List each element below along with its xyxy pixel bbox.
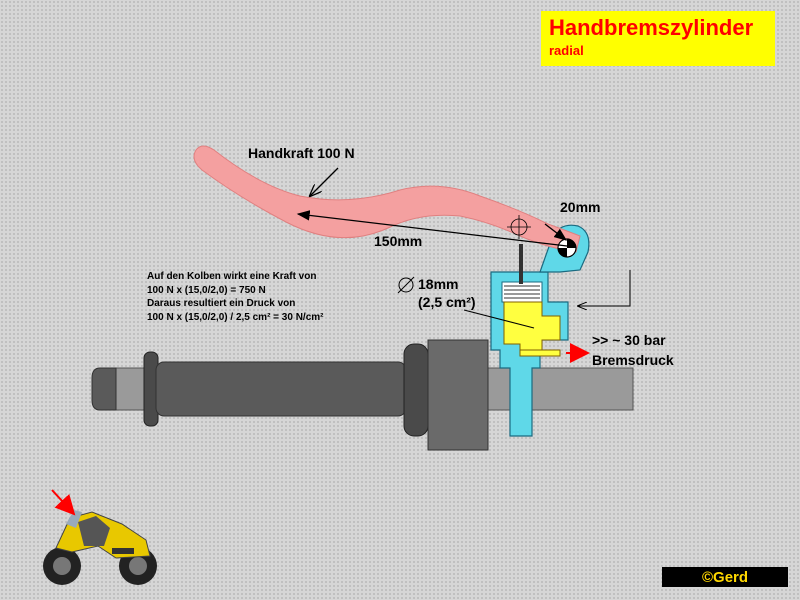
calc-line-2: 100 N x (15,0/2,0) = 750 N xyxy=(147,284,266,296)
hand-force-arrow xyxy=(310,167,339,196)
area-label: (2,5 cm²) xyxy=(418,294,476,310)
title-box: Handbremszylinder radial xyxy=(541,11,775,66)
clamp-block xyxy=(427,339,489,451)
calculation-block: Auf den Kolben wirkt eine Kraft von 100 … xyxy=(147,270,323,324)
calc-line-3: Daraus resultiert ein Druck von xyxy=(147,298,296,309)
grip-body xyxy=(155,361,407,417)
lever-arm-long-label: 150mm xyxy=(374,233,423,249)
lever-arm-short-label: 20mm xyxy=(560,199,601,215)
motorcycle-icon xyxy=(43,510,157,585)
motorcycle-pointer-arrow xyxy=(51,489,76,516)
pressure-output-label: >> ~ 30 bar xyxy=(592,332,666,348)
hand-force-label: Handkraft 100 N xyxy=(248,145,355,161)
brake-pressure-label: Bremsdruck xyxy=(592,352,674,368)
dim-150mm xyxy=(296,210,568,247)
outlet-channel xyxy=(519,349,561,357)
piston xyxy=(503,301,561,351)
brake-lever xyxy=(193,145,581,253)
diameter-symbol-icon xyxy=(398,277,414,293)
calc-line-4: 100 N x (15,0/2,0) / 2,5 cm² = 30 N/cm² xyxy=(147,311,324,323)
diameter-pointer xyxy=(463,309,535,329)
diameter-label: 18mm xyxy=(418,276,459,292)
grip-end xyxy=(91,367,117,411)
page-subtitle: radial xyxy=(549,43,584,58)
spring xyxy=(504,285,540,299)
page-title: Handbremszylinder xyxy=(549,15,754,40)
grip-collar-right xyxy=(403,343,429,437)
cylinder-bore xyxy=(501,281,543,303)
dim-20mm xyxy=(544,223,568,241)
calc-line-1: Auf den Kolben wirkt eine Kraft von xyxy=(147,271,317,282)
return-arrow xyxy=(578,270,631,306)
copyright-badge: ©Gerd xyxy=(662,567,788,587)
piston-rod xyxy=(519,244,523,284)
